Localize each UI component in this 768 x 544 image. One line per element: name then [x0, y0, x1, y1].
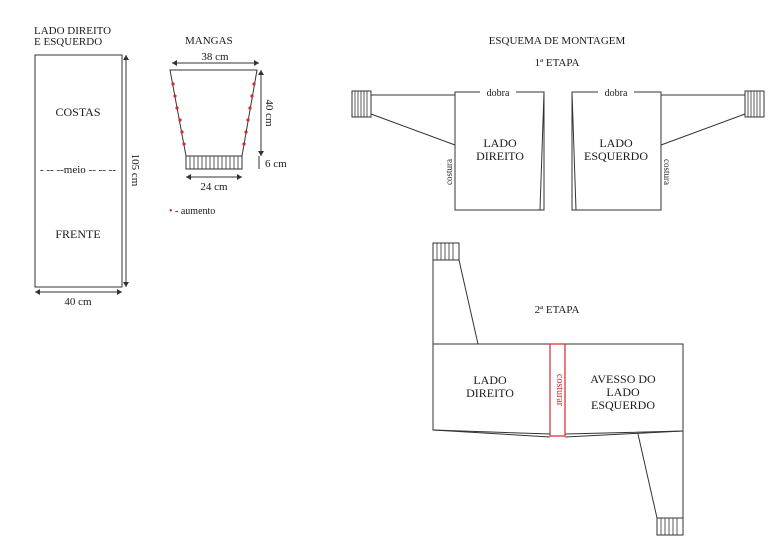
- increase-dots: [171, 82, 256, 146]
- step2-top-cuff-ribs: [436, 243, 454, 260]
- step1-right-side-l2: DIREITO: [476, 149, 524, 163]
- sleeve-group: MANGAS 38 cm 40 cm 6 cm 24 cm •: [169, 35, 287, 217]
- step2-seam-lines: [549, 343, 566, 437]
- step2-top-sleeve: [432, 259, 479, 345]
- body-panel-group: LADO DIREITO E ESQUERDO COSTAS - -- --me…: [34, 25, 141, 308]
- assembly-title: ESQUEMA DE MONTAGEM: [489, 35, 626, 47]
- step2-seam-label: costurar: [554, 374, 565, 407]
- height-label: 105 cm: [129, 154, 141, 187]
- panel-title-line2: E ESQUERDO: [34, 36, 102, 48]
- step1-left-cuff-ribs: [747, 91, 761, 117]
- step1-right-sleeve: [370, 94, 456, 146]
- step1-fold-label-bg-right: [598, 89, 634, 97]
- step2-right-side-l2: DIREITO: [466, 386, 514, 400]
- step1-left-sleeve: [660, 94, 746, 146]
- top-width-label: 38 cm: [201, 51, 229, 63]
- step2-bottom-cuff: [656, 517, 684, 536]
- panel-title-line1: LADO DIREITO: [34, 25, 111, 37]
- step2-right-side-l1: LADO: [473, 373, 507, 387]
- back-label: COSTAS: [55, 105, 100, 119]
- step1-seam-left: costura: [444, 159, 454, 185]
- step1-left-side-l1: LADO: [599, 136, 633, 150]
- step2-reverse-l2: LADO: [606, 385, 640, 399]
- step2-top-cuff: [432, 242, 460, 261]
- step2-bottom-sleeve: [637, 431, 684, 519]
- length-label: 40 cm: [263, 99, 275, 127]
- cuff-height-label: 6 cm: [265, 158, 287, 170]
- step2-label: 2ª ETAPA: [535, 304, 580, 316]
- step1-seam-right: costura: [662, 159, 672, 185]
- sleeve-cuff-ribs: [189, 156, 239, 169]
- step2-reverse-l1: AVESSO DO: [590, 372, 656, 386]
- step1-fold-left: dobra: [487, 88, 510, 99]
- step2-right-fold: [432, 429, 551, 438]
- sleeves-title: MANGAS: [185, 35, 233, 47]
- step1-label: 1ª ETAPA: [535, 57, 580, 69]
- step1-right-fold-edge: [539, 91, 545, 211]
- step1-group: 1ª ETAPA dobra LADO DIREITO costura dobr…: [351, 57, 765, 211]
- step1-right-cuff-ribs: [354, 91, 368, 117]
- step1-left-side-l2: ESQUERDO: [584, 149, 648, 163]
- legend-text: - aumento: [173, 206, 216, 217]
- step1-fold-right: dobra: [605, 88, 628, 99]
- width-label: 40 cm: [64, 296, 92, 308]
- bottom-width-label: 24 cm: [200, 181, 228, 193]
- step1-left-cuff: [744, 90, 765, 118]
- body-panel-rect: [34, 54, 123, 288]
- front-label: FRENTE: [55, 227, 100, 241]
- step1-right-side-l1: LADO: [483, 136, 517, 150]
- step2-bottom-cuff-ribs: [660, 518, 678, 535]
- step1-right-cuff: [351, 90, 372, 118]
- step2-reverse-fold: [564, 430, 684, 438]
- legend-marker: •: [169, 206, 173, 217]
- step2-reverse-l3: ESQUERDO: [591, 398, 655, 412]
- step1-left-fold-edge: [571, 91, 577, 211]
- legend: • - aumento: [169, 206, 215, 217]
- step2-group: 2ª ETAPA costurar LADO DIREITO AVESSO DO…: [432, 242, 684, 536]
- middle-label: - -- --meio -- -- --: [40, 164, 116, 176]
- step1-fold-label-bg-left: [480, 89, 516, 97]
